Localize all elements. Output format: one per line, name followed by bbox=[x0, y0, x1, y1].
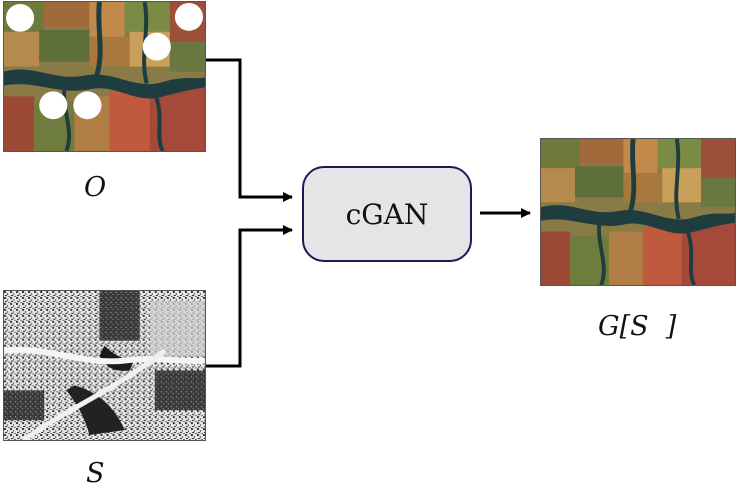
cgan-label: cGAN bbox=[345, 197, 429, 231]
optical-terrain-graphic bbox=[4, 2, 205, 151]
sar-input-image bbox=[3, 290, 206, 441]
generated-terrain-graphic bbox=[541, 139, 735, 285]
optical-input-label: O bbox=[84, 172, 107, 203]
optical-to-cgan-arrow bbox=[206, 58, 293, 202]
cloud-occlusion bbox=[142, 32, 171, 61]
cloud-occlusion bbox=[39, 91, 68, 120]
sar-to-cgan-arrow bbox=[206, 225, 293, 368]
sar-input-label: S bbox=[86, 458, 105, 489]
generated-output-image bbox=[540, 138, 736, 286]
cloud-occlusion bbox=[174, 2, 203, 31]
cloud-occlusion bbox=[6, 3, 35, 32]
cloud-occlusion bbox=[73, 91, 102, 120]
optical-input-image bbox=[3, 1, 206, 152]
cgan-model-box: cGAN bbox=[302, 166, 472, 262]
generated-output-label: G[S ] bbox=[598, 311, 677, 342]
sar-terrain-graphic bbox=[4, 291, 205, 440]
